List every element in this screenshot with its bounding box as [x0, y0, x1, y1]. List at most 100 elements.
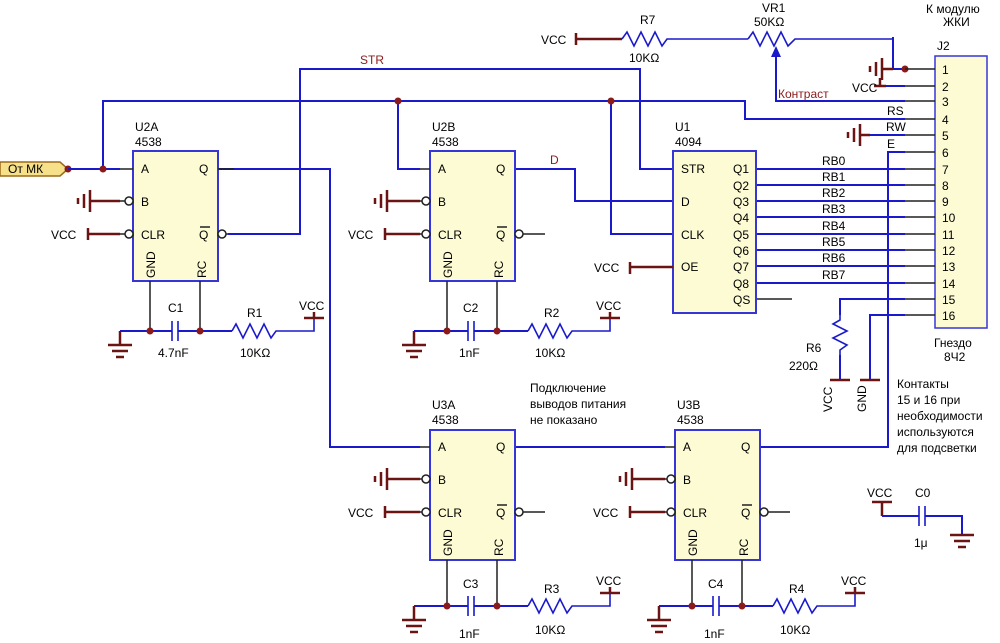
net-label-rb7: RB7: [822, 268, 846, 282]
u3a-pin-qbar: Q: [496, 506, 505, 520]
u1-ref: U1: [675, 120, 691, 134]
c0-value: 1μ: [914, 536, 928, 550]
u3a-pin-b: B: [438, 473, 446, 487]
u1-pin-str: STR: [681, 162, 705, 176]
vcc-label: VCC: [821, 386, 835, 412]
j2-power: VCC: [846, 58, 893, 146]
u3b-part: 4538: [677, 413, 704, 427]
u3b-pin-rc: RC: [737, 538, 751, 556]
j2-pin-14: 14: [942, 277, 956, 291]
vr1-ref: VR1: [762, 1, 786, 15]
r7-vr1-chain: VCC R7 10KΩ VR1 50KΩ Контраст: [541, 1, 893, 101]
u3b-pin-b: B: [683, 473, 691, 487]
r2-ref: R2: [544, 306, 560, 320]
u1-pin-q7: Q7: [733, 260, 749, 274]
r1-value: 10KΩ: [240, 346, 270, 360]
r2-value: 10KΩ: [535, 346, 565, 360]
vcc-label: VCC: [348, 506, 374, 520]
vr1-value: 50KΩ: [754, 15, 784, 29]
u2b-pin-rc: RC: [492, 260, 506, 278]
u3b-pin-gnd: GND: [686, 529, 700, 556]
u3a-pin-a: A: [438, 440, 446, 454]
u1-pin-q4: Q4: [733, 211, 749, 225]
r3-ref: R3: [544, 582, 560, 596]
c1-value: 4.7nF: [158, 346, 189, 360]
r7-value: 10KΩ: [629, 51, 659, 65]
c4-value: 1nF: [704, 627, 725, 641]
j2-pin-10: 10: [942, 211, 956, 225]
j2-pin-9: 9: [942, 195, 949, 209]
j2-socket-label-1: Гнездо: [934, 336, 972, 350]
u3b-ref: U3B: [677, 398, 700, 412]
j2-pin-12: 12: [942, 244, 956, 258]
vcc-label: VCC: [348, 228, 374, 242]
u2a-pin-gnd: GND: [144, 251, 158, 278]
j2-signal-rs: RS: [887, 104, 904, 118]
net-label-d: D: [550, 153, 559, 167]
wires: [68, 37, 909, 448]
u2b-part: 4538: [432, 135, 459, 149]
vcc-label: VCC: [51, 228, 77, 242]
c3-ref: C3: [463, 577, 479, 591]
r7-ref: R7: [640, 13, 656, 27]
u2b-pin-qbar: Q: [496, 228, 505, 242]
backlight-note: Контакты 15 и 16 при необходимости испол…: [897, 377, 983, 455]
u2a-pin-qbar: Q: [199, 228, 208, 242]
chip-u3b: U3B 4538 A B CLR Q Q GND RC VCC: [593, 398, 790, 606]
j2-pin-5: 5: [942, 129, 949, 143]
r6-backlight: R6 220Ω VCC GND: [789, 315, 880, 412]
gnd-label: GND: [855, 385, 869, 412]
u3b-pin-qbar: Q: [741, 506, 750, 520]
u1-pin-q5: Q5: [733, 228, 749, 242]
vcc-label: VCC: [596, 299, 622, 313]
u1-pin-d: D: [681, 195, 690, 209]
u2a-ref: U2A: [135, 120, 158, 134]
backlight-note-line-5: для подсветки: [897, 441, 977, 455]
vcc-label: VCC: [852, 81, 878, 95]
vcc-label: VCC: [299, 299, 325, 313]
j2-pin-8: 8: [942, 179, 949, 193]
u3a-pin-clr: CLR: [438, 506, 462, 520]
u1-pin-q1: Q1: [733, 162, 749, 176]
vcc-label: VCC: [593, 506, 619, 520]
r1-ref: R1: [247, 306, 263, 320]
j2-pin-16: 16: [942, 309, 956, 323]
rb-net-labels: RB0 RB1 RB2 RB3 RB4 RB5 RB6 RB7: [822, 154, 846, 282]
u3b-pin-q: Q: [741, 440, 750, 454]
u2b-ref: U2B: [432, 120, 455, 134]
j2-socket-label-2: 8Ч2: [944, 350, 966, 364]
backlight-note-line-2: 15 и 16 при: [897, 393, 960, 407]
u1-pin-qs: QS: [733, 293, 750, 307]
backlight-note-line-4: используются: [897, 425, 974, 439]
connector-j2: J2 К модулю ЖКИ Гнездо 8Ч2 1 2 3 4 5 6 7…: [886, 2, 988, 364]
power-note-line-3: не показано: [530, 413, 598, 427]
contrast-label: Контраст: [778, 87, 829, 101]
j2-module-label-1: К модулю: [926, 2, 980, 16]
c2-ref: C2: [463, 301, 479, 315]
chip-u2a: U2A 4538 A B CLR Q Q GND RC VCC: [51, 120, 234, 331]
chip-u1: U1 4094 STR D CLK OE Q1 Q2 Q3 Q4 Q5 Q6 Q…: [594, 120, 757, 314]
vcc-label: VCC: [841, 574, 867, 588]
u3b-pin-clr: CLR: [683, 506, 707, 520]
j2-pin-7: 7: [942, 163, 949, 177]
net-label-str: STR: [360, 53, 384, 67]
j2-module-label-2: ЖКИ: [943, 15, 970, 29]
u1-pin-q6: Q6: [733, 244, 749, 258]
u3a-pin-q: Q: [496, 440, 505, 454]
u2b-pin-b: B: [438, 195, 446, 209]
j2-ref: J2: [937, 39, 950, 53]
u1-part: 4094: [675, 135, 702, 149]
u3b-timing: VCC C4 1nF R4 10KΩ: [647, 574, 867, 641]
u2a-pin-rc: RC: [195, 260, 209, 278]
u2b-timing: VCC C2 1nF R2 10KΩ: [402, 299, 622, 360]
r6-value: 220Ω: [789, 359, 818, 373]
j2-pin-6: 6: [942, 146, 949, 160]
u1-pin-clk: CLK: [681, 228, 704, 242]
c4-ref: C4: [708, 577, 724, 591]
u2b-pin-gnd: GND: [441, 251, 455, 278]
u3a-pin-rc: RC: [492, 538, 506, 556]
u2a-pin-a: A: [141, 162, 149, 176]
u1-pin-q8: Q8: [733, 277, 749, 291]
c0-ref: C0: [915, 486, 931, 500]
